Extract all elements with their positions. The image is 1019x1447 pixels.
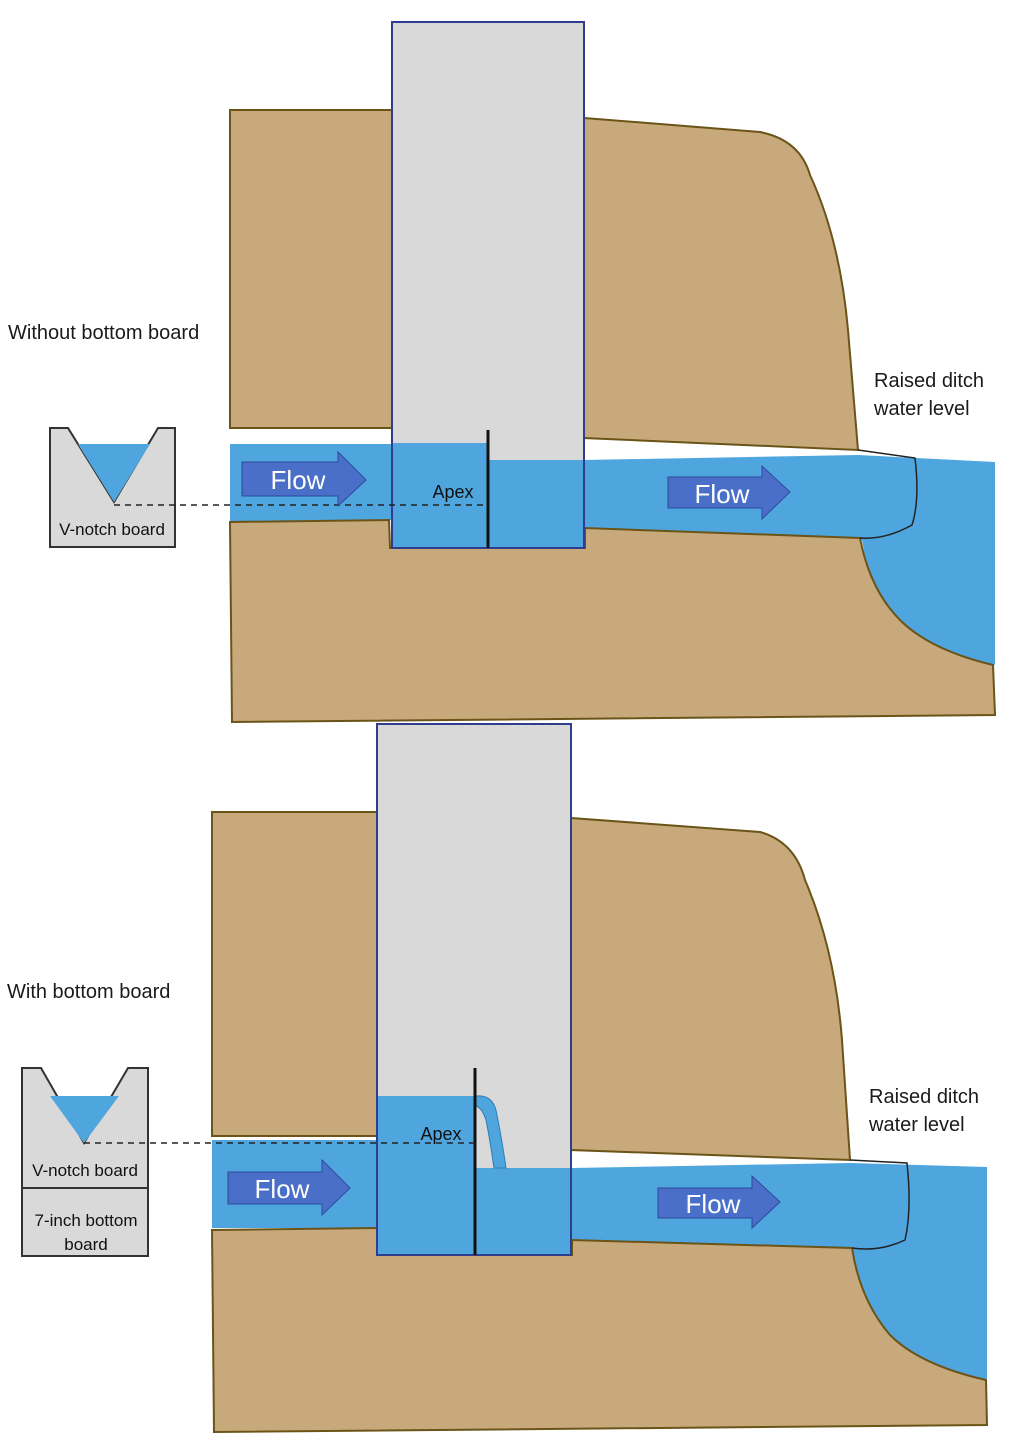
flow-label-upstream: Flow: [255, 1174, 310, 1204]
flow-label-downstream: Flow: [686, 1189, 741, 1219]
v-notch-water: [78, 444, 150, 502]
raised-ditch-outline: [857, 449, 918, 539]
upper-soil-right: [570, 816, 852, 1162]
apex-label: Apex: [420, 1124, 461, 1144]
structure-water-downstream: [476, 1168, 570, 1254]
bottom-board-label-line2: board: [64, 1235, 107, 1254]
panel-title-with-bottom-board: With bottom board: [7, 981, 171, 1003]
overflow-nappe: [475, 1095, 507, 1169]
upper-soil: [211, 811, 378, 1137]
v-notch-board-inset: V-notch board: [49, 427, 176, 548]
v-notch-board-shape: [49, 427, 176, 548]
flow-arrow-downstream: [667, 464, 791, 521]
ditch-label-panel2: Raised ditch water level: [869, 1083, 979, 1139]
ditch-label-line2: water level: [869, 1114, 965, 1136]
board-label: V-notch board: [59, 520, 165, 539]
panel-title-without-bottom-board: Without bottom board: [8, 322, 200, 344]
ditch-label-line1: Raised ditch: [869, 1086, 980, 1108]
upper-soil-right: [583, 116, 860, 452]
board-label: V-notch board: [32, 1161, 138, 1180]
flow-label-downstream: Flow: [695, 479, 750, 509]
ditch-label-line2: water level: [874, 398, 970, 420]
ditch-label-panel1: Raised ditch water level: [874, 367, 984, 423]
structure-water-downstream: [489, 460, 583, 547]
flow-arrow-upstream: [241, 450, 367, 508]
v-notch-water: [50, 1096, 119, 1143]
panel-without-bottom-board: V-notch board Apex Flow Flow: [49, 21, 997, 724]
flow-label-upstream: Flow: [271, 465, 326, 495]
upper-soil: [229, 109, 393, 429]
bottom-board-label-line1: 7-inch bottom: [35, 1211, 138, 1230]
raised-ditch-outline: [849, 1159, 910, 1250]
v-notch-board-inset: V-notch board 7-inch bottom board: [21, 1067, 149, 1257]
structure-water-upstream: [378, 1096, 475, 1254]
apex-label: Apex: [432, 482, 473, 502]
flow-arrow-upstream: [227, 1158, 351, 1217]
panel-with-bottom-board: V-notch board 7-inch bottom board Apex F…: [21, 723, 989, 1434]
flow-arrow-downstream: [657, 1174, 781, 1230]
ditch-label-line1: Raised ditch: [874, 370, 985, 392]
structure-water-upstream: [393, 443, 489, 547]
bottom-board-shape: [21, 1187, 149, 1257]
